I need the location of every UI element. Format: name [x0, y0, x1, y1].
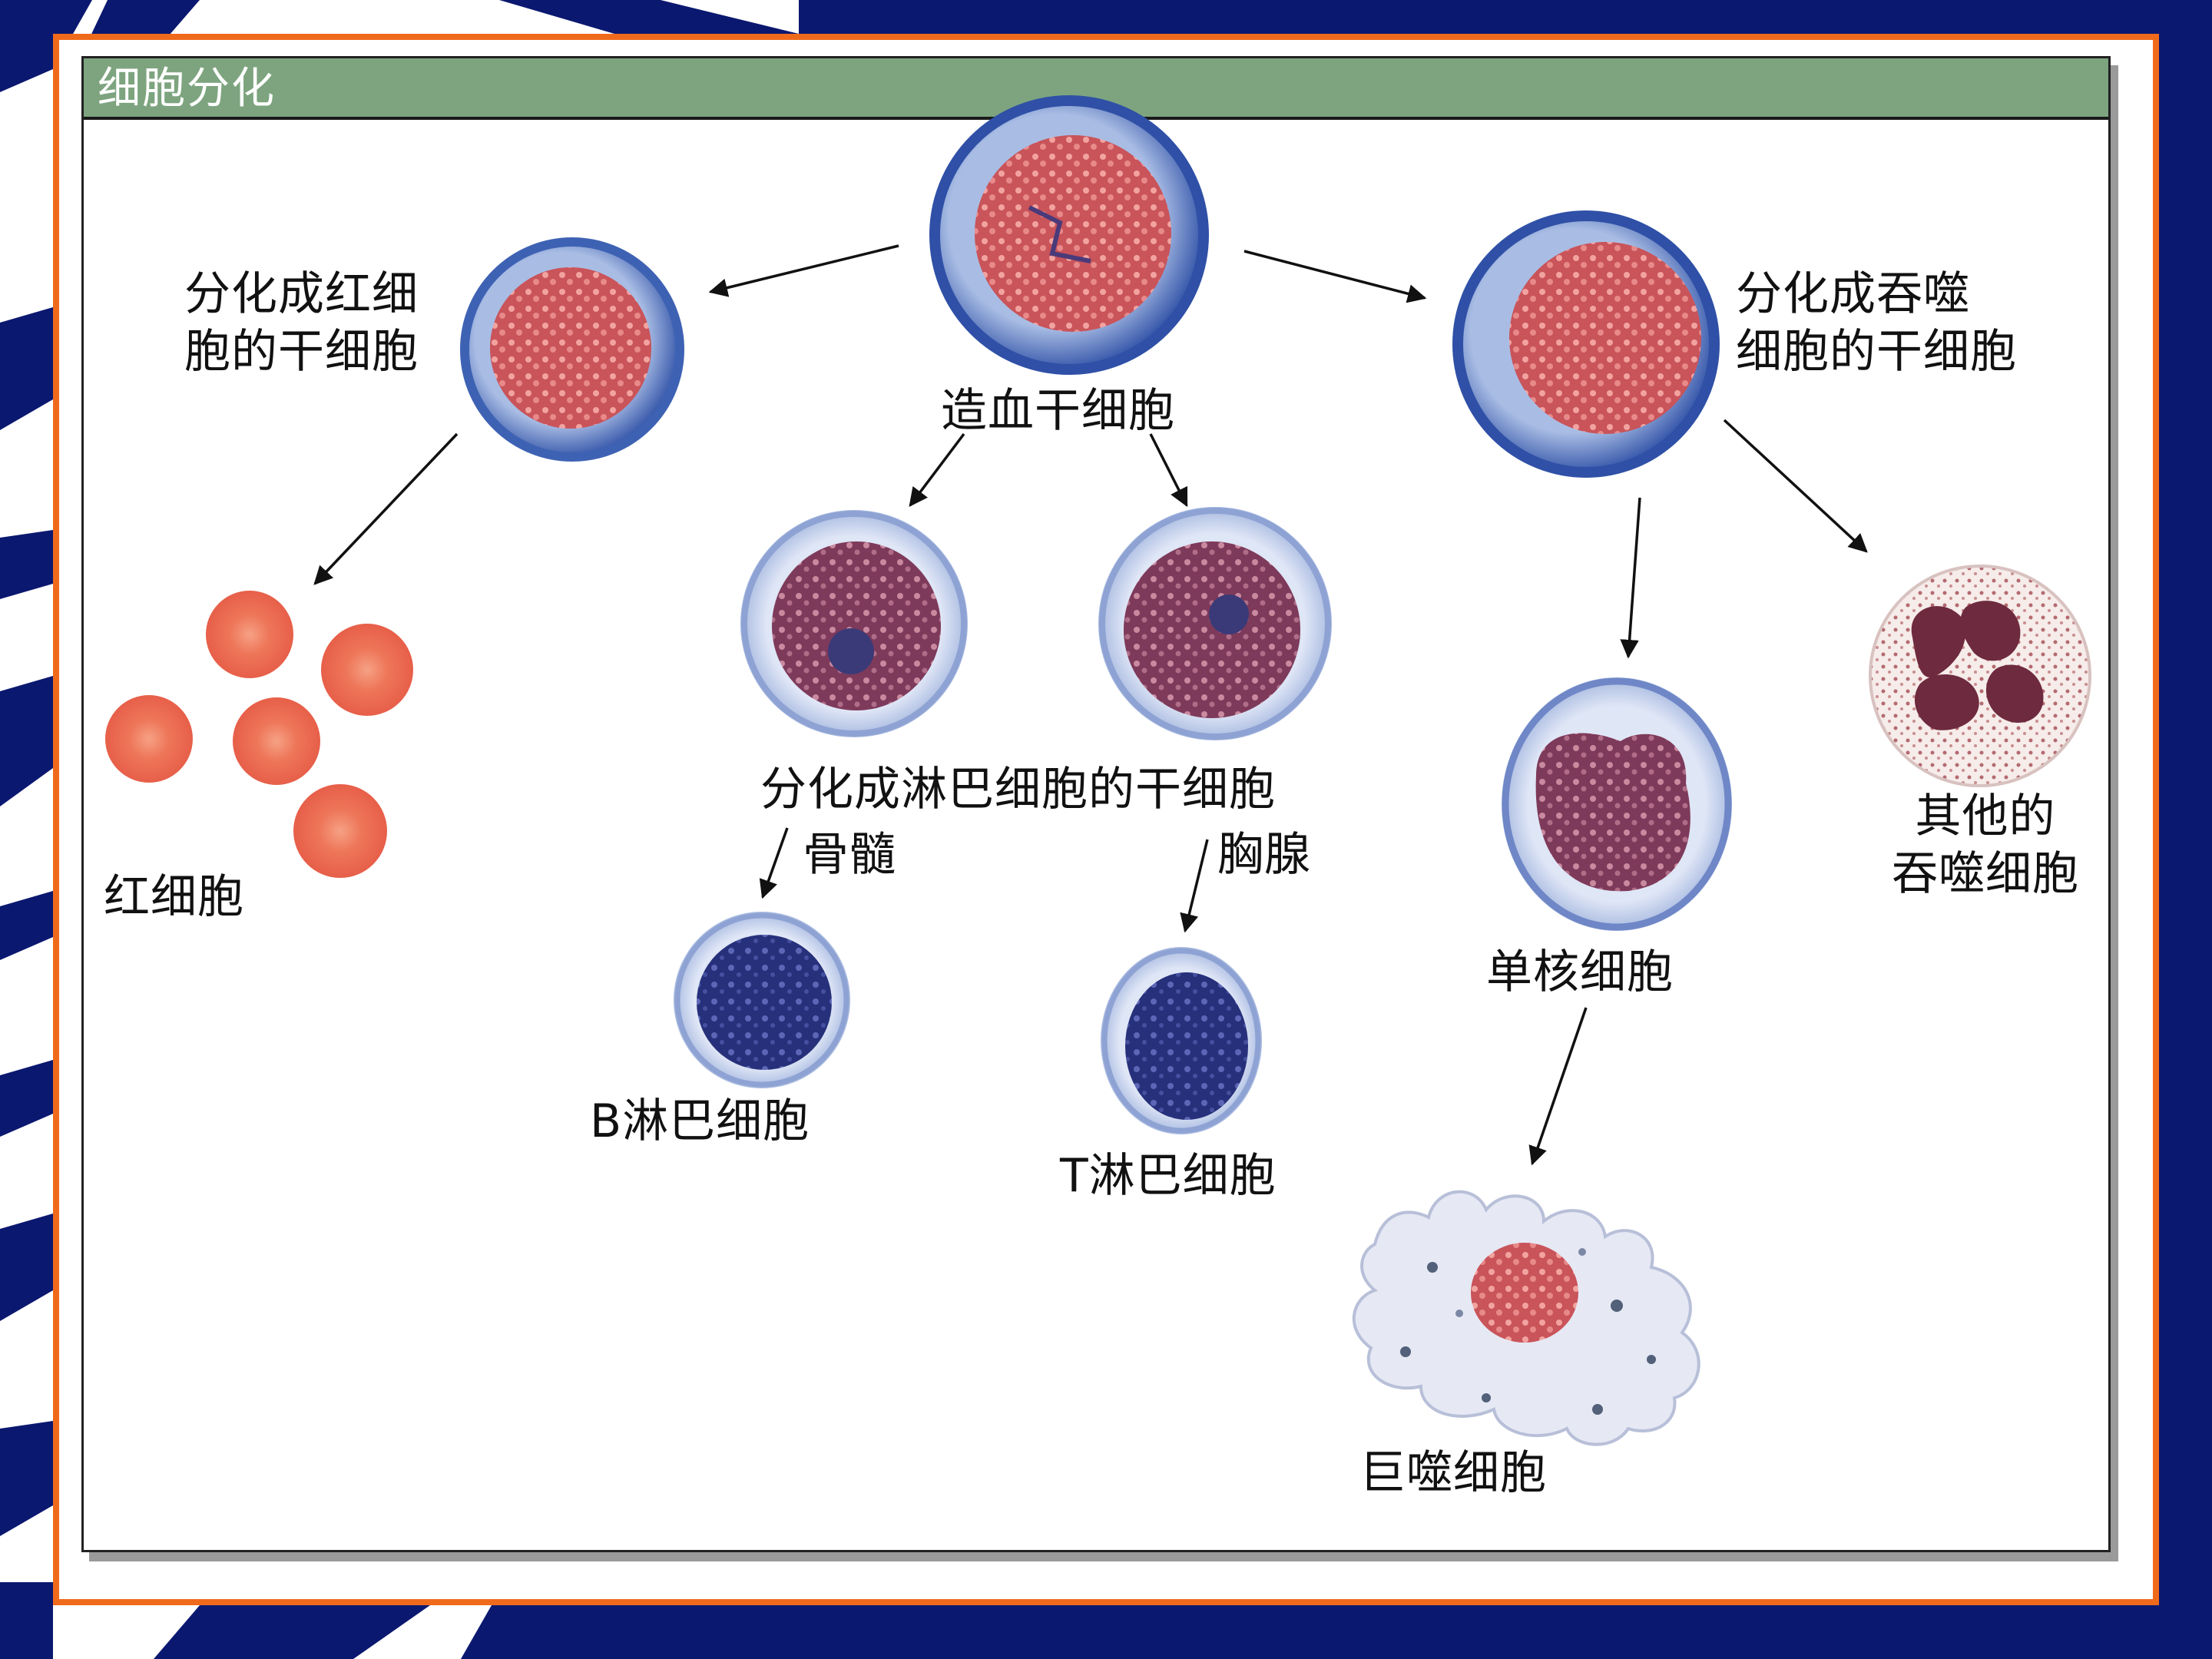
rbc-4 [233, 697, 320, 785]
red-blood-cells [105, 591, 413, 878]
b-lymphocyte [674, 912, 850, 1088]
rbc-3 [105, 695, 193, 783]
rbc-5 [293, 784, 387, 878]
myeloid-stem-cell [1452, 210, 1720, 478]
arrow-myeloid-to-other [1723, 419, 1868, 553]
label-b-cell: B淋巴细胞 [590, 1094, 810, 1148]
arrow-hsc-to-myeloid-stem [1243, 250, 1427, 303]
label-rbc-stem-line1: 分化成红细 [184, 267, 419, 321]
label-thymus: 胸腺 [1217, 828, 1311, 882]
arrow-hsc-to-lymph-stem-left [909, 432, 965, 507]
other-phagocyte [1869, 565, 2091, 787]
label-t-cell: T淋巴细胞 [1060, 1149, 1277, 1203]
macrophage [1352, 1190, 1700, 1446]
arrow-lymph-to-b-cell [759, 827, 789, 899]
label-rbc: 红细胞 [104, 870, 244, 924]
panel-title: 细胞分化 [98, 64, 276, 114]
label-myeloid-stem-line2: 细胞的干细胞 [1736, 325, 2017, 379]
arrow-rbc-stem-to-rbc [313, 432, 459, 585]
label-rbc-stem-line2: 胞的干细胞 [184, 325, 419, 379]
arrow-lymph-to-t-cell [1180, 839, 1209, 933]
label-macrophage: 巨噬细胞 [1359, 1446, 1547, 1500]
arrow-hsc-to-lymph-stem-right [1149, 433, 1188, 508]
label-other-phagocyte-line2: 吞噬细胞 [1892, 847, 2079, 901]
arrow-monocyte-to-macrophage [1528, 1007, 1588, 1166]
label-monocyte: 单核细胞 [1486, 945, 1674, 999]
label-bone-marrow: 骨髓 [803, 828, 896, 882]
monocyte [1502, 677, 1732, 931]
arrow-hsc-to-rbc-stem [708, 244, 899, 297]
hematopoietic-stem-cell [929, 95, 1209, 375]
arrow-myeloid-to-monocyte [1620, 497, 1641, 659]
label-lymph-stem: 分化成淋巴细胞的干细胞 [760, 763, 1276, 816]
rbc-2 [321, 624, 413, 716]
label-other-phagocyte-line1: 其他的 [1915, 790, 2056, 843]
label-hsc: 造血干细胞 [941, 384, 1175, 438]
lymphoid-stem-cell-left [740, 510, 968, 737]
lymphoid-stem-cell-right [1098, 507, 1332, 740]
rbc-1 [206, 591, 293, 678]
label-myeloid-stem-line1: 分化成吞噬 [1736, 267, 1970, 321]
erythroid-stem-cell [460, 237, 684, 462]
t-lymphocyte [1101, 947, 1262, 1134]
